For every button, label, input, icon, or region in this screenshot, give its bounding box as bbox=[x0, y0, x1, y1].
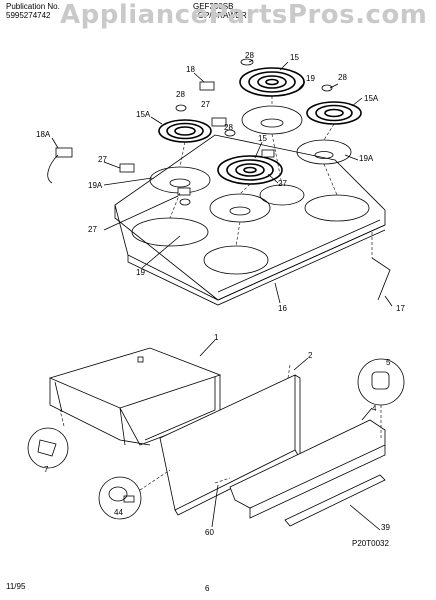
part-label-28: 28 bbox=[176, 90, 185, 99]
footer-date: 11/95 bbox=[6, 582, 26, 591]
part-label-1: 1 bbox=[214, 333, 219, 342]
part-label-17: 17 bbox=[396, 304, 405, 313]
model-number: GEF350SB bbox=[193, 2, 234, 11]
part-label-15: 15 bbox=[290, 53, 299, 62]
part-label-4: 4 bbox=[372, 404, 377, 413]
publication-number: 5995274742 bbox=[6, 11, 51, 20]
drawing-code: P20T0032 bbox=[352, 539, 389, 548]
part-label-28: 28 bbox=[338, 73, 347, 82]
part-label-28: 28 bbox=[224, 123, 233, 132]
part-label-19A: 19A bbox=[359, 154, 374, 163]
part-label-27: 27 bbox=[201, 100, 210, 109]
part-label-18A: 18A bbox=[36, 130, 51, 139]
part-label-28: 28 bbox=[245, 51, 254, 60]
part-label-15A: 15A bbox=[136, 110, 151, 119]
part-label-15: 15 bbox=[258, 134, 267, 143]
part-label-15A: 15A bbox=[364, 94, 379, 103]
part-label-5: 5 bbox=[386, 358, 391, 367]
part-label-16: 16 bbox=[278, 304, 287, 313]
section-title: TOP/DRAWER bbox=[193, 11, 247, 20]
publication-label: Publication No. bbox=[6, 2, 60, 11]
watermark: AppliancePartsPros.com bbox=[60, 0, 428, 30]
part-label-19: 19 bbox=[306, 74, 315, 83]
part-label-44: 44 bbox=[114, 508, 123, 517]
part-label-39: 39 bbox=[381, 523, 390, 532]
part-label-18: 18 bbox=[186, 65, 195, 74]
footer-page: 6 bbox=[205, 584, 210, 593]
part-label-19: 19 bbox=[136, 268, 145, 277]
part-label-2: 2 bbox=[308, 351, 313, 360]
part-label-19A: 19A bbox=[88, 181, 103, 190]
drawer-assembly bbox=[27, 339, 405, 531]
part-label-27: 27 bbox=[88, 225, 97, 234]
part-label-27: 27 bbox=[278, 179, 287, 188]
part-label-27: 27 bbox=[98, 155, 107, 164]
part-label-7: 7 bbox=[44, 465, 49, 474]
cooktop-assembly bbox=[47, 58, 393, 307]
part-label-60: 60 bbox=[205, 528, 214, 537]
